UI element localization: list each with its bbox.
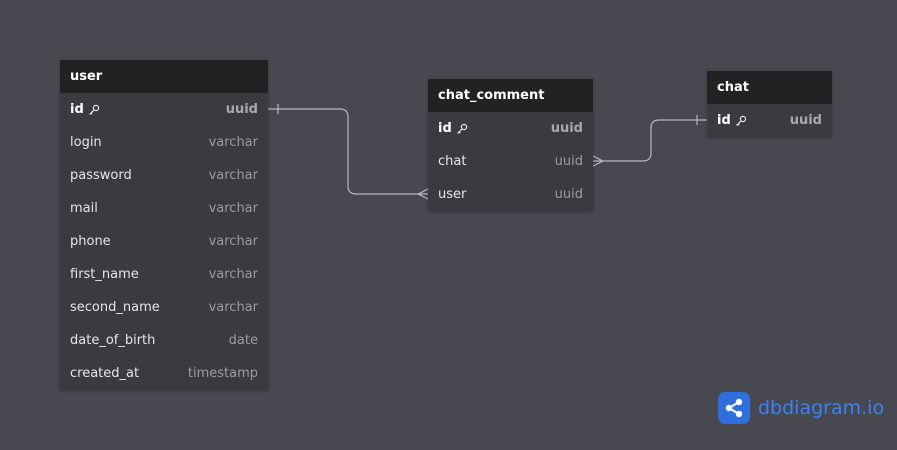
key-icon: [735, 115, 746, 126]
field-name: second_name: [70, 300, 160, 315]
field-type: uuid: [554, 154, 583, 169]
relationship-user-chat-comment[interactable]: [268, 104, 429, 200]
field-row-id[interactable]: id uuid: [428, 112, 593, 145]
table-header[interactable]: chat: [707, 71, 832, 104]
brand-name: dbdiagram.io: [758, 397, 885, 419]
table-user[interactable]: user id uuid login varchar password varc…: [60, 60, 268, 390]
field-type: varchar: [208, 201, 258, 216]
field-type: varchar: [208, 135, 258, 150]
field-type: uuid: [554, 187, 583, 202]
field-type: timestamp: [187, 366, 258, 381]
field-row-date-of-birth[interactable]: date_of_birth date: [60, 324, 268, 357]
brand-watermark[interactable]: dbdiagram.io: [718, 392, 884, 424]
key-icon: [456, 123, 467, 134]
field-row-chat[interactable]: chat uuid: [428, 145, 593, 178]
field-name: first_name: [70, 267, 139, 282]
table-header[interactable]: user: [60, 60, 268, 93]
field-row-created-at[interactable]: created_at timestamp: [60, 357, 268, 390]
field-row-password[interactable]: password varchar: [60, 159, 268, 192]
table-header[interactable]: chat_comment: [428, 79, 593, 112]
field-type: uuid: [789, 113, 822, 128]
field-row-first-name[interactable]: first_name varchar: [60, 258, 268, 291]
field-type: varchar: [208, 168, 258, 183]
field-type: varchar: [208, 300, 258, 315]
field-row-phone[interactable]: phone varchar: [60, 225, 268, 258]
field-name: id: [438, 121, 452, 136]
field-type: varchar: [208, 267, 258, 282]
field-name: login: [70, 135, 102, 150]
field-row-id[interactable]: id uuid: [60, 93, 268, 126]
field-row-user[interactable]: user uuid: [428, 178, 593, 211]
field-name: date_of_birth: [70, 333, 156, 348]
field-type: varchar: [208, 234, 258, 249]
field-type: uuid: [225, 102, 258, 117]
field-name: id: [717, 113, 731, 128]
field-name: id: [70, 102, 84, 117]
field-name: mail: [70, 201, 98, 216]
table-chat[interactable]: chat id uuid: [707, 71, 832, 137]
field-row-login[interactable]: login varchar: [60, 126, 268, 159]
relationship-chat-chat-comment[interactable]: [592, 115, 707, 167]
field-name: user: [438, 187, 467, 202]
key-icon: [88, 104, 99, 115]
field-type: uuid: [550, 121, 583, 136]
field-name: chat: [438, 154, 467, 169]
field-row-id[interactable]: id uuid: [707, 104, 832, 137]
field-name: password: [70, 168, 132, 183]
field-name: phone: [70, 234, 111, 249]
field-row-second-name[interactable]: second_name varchar: [60, 291, 268, 324]
field-type: date: [228, 333, 258, 348]
field-name: created_at: [70, 366, 140, 381]
field-row-mail[interactable]: mail varchar: [60, 192, 268, 225]
table-chat-comment[interactable]: chat_comment id uuid chat uuid user uuid: [428, 79, 593, 211]
share-nodes-icon: [718, 392, 750, 424]
